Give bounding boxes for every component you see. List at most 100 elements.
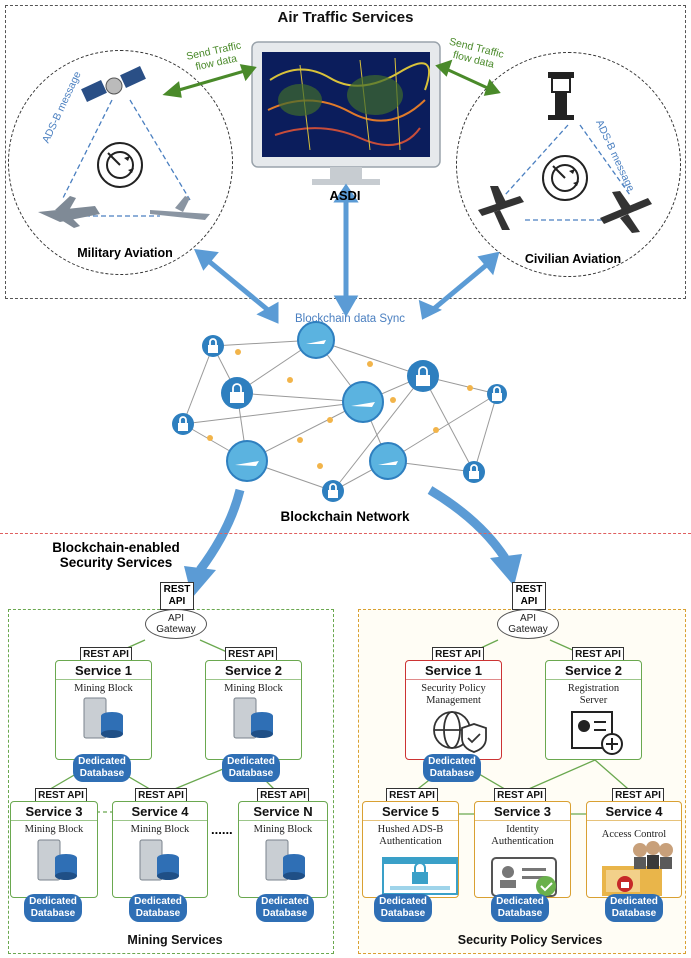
policy-db4: Dedicated Database (605, 894, 663, 922)
mining-service4-rest: REST API (135, 788, 187, 802)
policy-rest-top-line1: REST (515, 584, 543, 595)
small-plane-icon (150, 196, 210, 220)
asdi-monitor-icon (251, 41, 441, 185)
mining-rest-api-top: REST API (160, 582, 194, 610)
mining-dbn: Dedicated Database (256, 894, 314, 922)
airplane-icon-left (478, 186, 524, 230)
policy-icons (382, 711, 673, 897)
military-aviation-label: Military Aviation (77, 246, 173, 260)
policy-service3-rest: REST API (494, 788, 546, 802)
policy-service5-sub2: Authentication (379, 836, 442, 847)
policy-service5-rest: REST API (386, 788, 438, 802)
mining-rest-top-line1: REST (163, 584, 191, 595)
mining-service2-title: Service 2 (206, 661, 301, 680)
radar-icon-right (542, 155, 588, 201)
mining-db2-line1: Dedicated (227, 756, 275, 767)
policy-service4-sub1: Access Control (601, 829, 667, 840)
mining-service3-title: Service 3 (11, 802, 97, 821)
military-aviation-circle (8, 50, 233, 275)
mining-servicen-rest: REST API (257, 788, 309, 802)
policy-service2-title: Service 2 (546, 661, 641, 680)
globe-shield-icon (433, 711, 487, 753)
certificate-icon (571, 711, 623, 755)
control-tower-icon (548, 72, 574, 120)
civilian-aviation-label: Civilian Aviation (524, 252, 622, 266)
policy-service5-title: Service 5 (363, 802, 458, 821)
policy-service1-sub2: Management (426, 695, 481, 706)
radar-icon (97, 142, 143, 188)
top-illustration (38, 41, 652, 324)
airplane-icon-right (600, 191, 652, 233)
policy-service1-title: Service 1 (406, 661, 501, 680)
satellite-icon (81, 66, 146, 102)
security-policy-services-label: Security Policy Services (457, 933, 603, 947)
server-database-icon (37, 697, 305, 881)
policy-db1: Dedicated Database (423, 754, 481, 782)
mining-service2-sub: Mining Block (224, 683, 283, 694)
mining-db2-line2: Database (228, 768, 274, 779)
mining-service3-sub: Mining Block (24, 824, 84, 835)
policy-api-gateway: API Gateway (497, 609, 559, 639)
policy-db1-line2: Database (429, 768, 475, 779)
mining-service1-title: Service 1 (56, 661, 151, 680)
mining-gateway-line1: API (167, 613, 185, 624)
policy-service1-sub1: Security Policy (421, 683, 486, 694)
policy-service4-title: Service 4 (587, 802, 681, 821)
id-card-icon (491, 857, 557, 897)
blockchain-sync-label: Blockchain data Sync (295, 313, 405, 325)
mining-db3-line2: Database (30, 908, 76, 919)
network-to-services-arrows (184, 486, 522, 598)
mining-servicen-title: Service N (239, 802, 327, 821)
mining-db2: Dedicated Database (222, 754, 280, 782)
policy-db5: Dedicated Database (374, 894, 432, 922)
policy-rest-top-line2: API (520, 596, 538, 607)
mining-ellipsis: ...... (211, 822, 233, 837)
section-divider (0, 533, 691, 534)
access-control-icon (602, 841, 673, 896)
policy-service2-box: Service 2 Registration Server (545, 660, 642, 760)
lock-node-icon (172, 335, 507, 502)
mining-db4-line2: Database (135, 908, 181, 919)
mining-db4-line1: Dedicated (134, 896, 182, 907)
policy-db5-line2: Database (380, 908, 426, 919)
policy-service3-title: Service 3 (475, 802, 570, 821)
mining-service4-title: Service 4 (113, 802, 207, 821)
policy-service2-rest: REST API (572, 647, 624, 661)
mining-service3-rest: REST API (35, 788, 87, 802)
policy-service3-sub2: Authentication (491, 836, 554, 847)
mining-dbn-line1: Dedicated (261, 896, 309, 907)
policy-db3-line2: Database (497, 908, 543, 919)
policy-service2-sub2: Server (579, 695, 608, 706)
air-traffic-services-title: Air Traffic Services (277, 9, 414, 26)
policy-db5-line1: Dedicated (379, 896, 427, 907)
policy-rest-api-top: REST API (512, 582, 546, 610)
mining-api-gateway: API Gateway (145, 609, 207, 639)
mining-db1-line1: Dedicated (78, 756, 126, 767)
policy-db4-line1: Dedicated (610, 896, 658, 907)
blockchain-network-title: Blockchain Network (280, 509, 410, 524)
section-title-line2: Security Services (59, 555, 173, 570)
civilian-aviation-circle (456, 52, 681, 277)
mining-db1: Dedicated Database (73, 754, 131, 782)
mining-servicen-sub: Mining Block (253, 824, 313, 835)
mining-server-icons (37, 697, 305, 881)
policy-db3-line1: Dedicated (496, 896, 544, 907)
fighter-jet-icon (38, 196, 100, 228)
blockchain-network-graph (172, 321, 507, 502)
policy-gateway-line2: Gateway (508, 624, 548, 635)
lock-screen-icon (382, 857, 458, 895)
mining-db4: Dedicated Database (129, 894, 187, 922)
policy-service5-sub1: Hushed ADS-B (377, 824, 444, 835)
policy-db4-line2: Database (611, 908, 657, 919)
policy-service3-sub1: Identity (506, 824, 539, 835)
mining-service2-rest: REST API (225, 647, 277, 661)
mining-db1-line2: Database (79, 768, 125, 779)
aviation-node-icon (226, 321, 407, 482)
section-title-line1: Blockchain-enabled (52, 540, 180, 555)
policy-db1-line1: Dedicated (428, 756, 476, 767)
mining-service1-sub: Mining Block (74, 683, 133, 694)
mining-services-label: Mining Services (127, 933, 223, 947)
policy-gateway-line1: API (519, 613, 537, 624)
asdi-label: ASDI (329, 188, 361, 203)
policy-service4-rest: REST API (612, 788, 664, 802)
